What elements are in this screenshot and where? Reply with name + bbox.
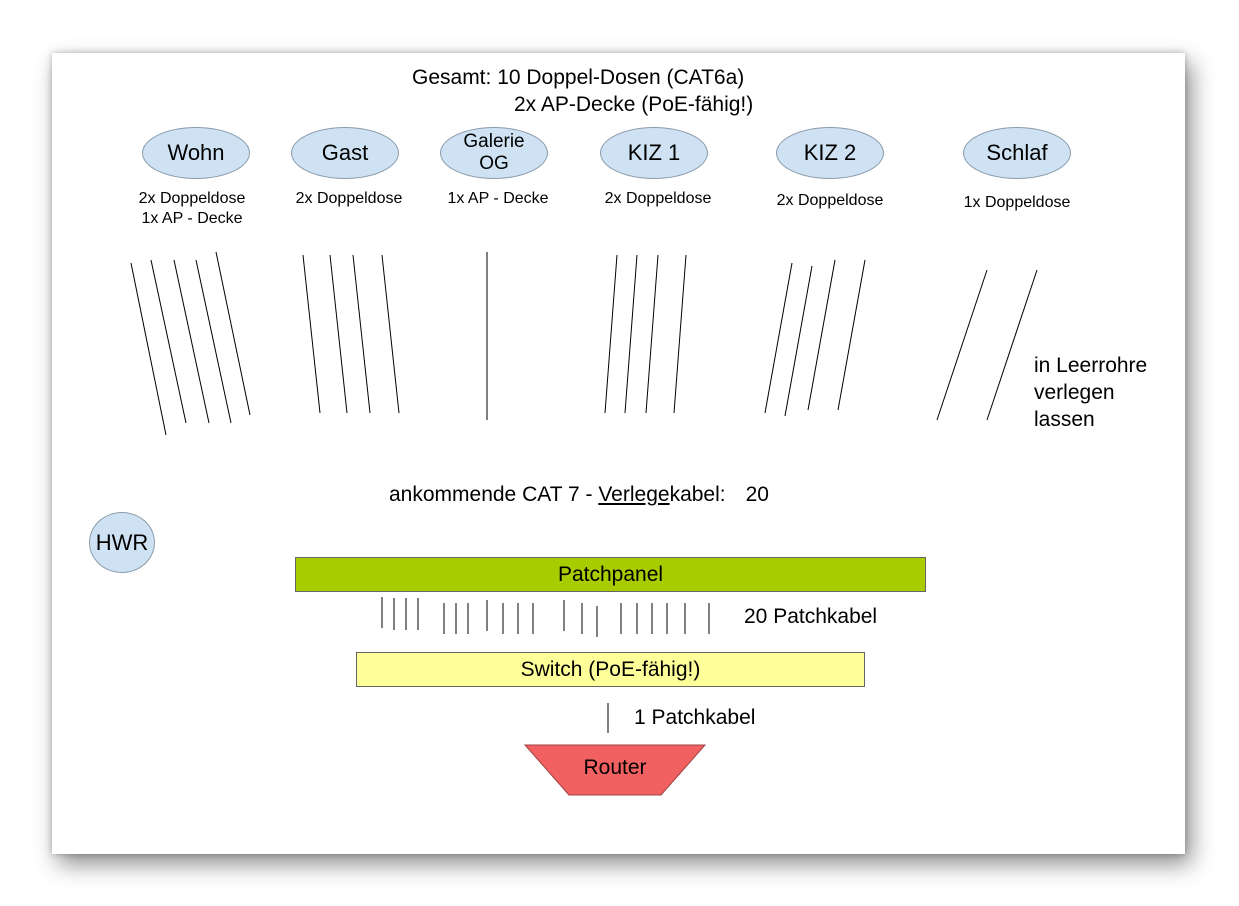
room-kiz-2-sub: 2x Doppeldose [776, 192, 884, 209]
room-galerie-og-label: Galerie OG [441, 128, 547, 178]
room-wohn-sub: 2x Doppeldose 1x AP - Decke [122, 189, 262, 229]
switch-bar: Switch (PoE-fähig!) [356, 652, 865, 687]
incoming-suffix: kabel: [669, 483, 726, 506]
room-wohn-sub-1: 2x Doppeldose [138, 190, 246, 207]
room-wohn: Wohn [142, 127, 250, 179]
room-kiz-2-label: KIZ 2 [803, 140, 857, 165]
side-note: in Leerrohre verlegen lassen [1034, 352, 1147, 433]
room-kiz-1-label: KIZ 1 [627, 140, 681, 165]
room-gast-label: Gast [321, 140, 369, 165]
side-note-line-1: in Leerrohre [1034, 354, 1148, 377]
switch-label: Switch (PoE-fähig!) [520, 657, 701, 681]
room-wohn-label: Wohn [167, 140, 225, 165]
side-note-line-2: verlegen [1034, 381, 1115, 404]
router-trapezoid [524, 744, 706, 796]
patchpanel-label: Patchpanel [557, 562, 664, 586]
router-label: Router [583, 756, 647, 779]
room-kiz-1: KIZ 1 [600, 127, 708, 179]
patchcables-label: 20 Patchkabel [744, 605, 878, 628]
router-shape [524, 744, 706, 796]
room-kiz-2: KIZ 2 [776, 127, 884, 179]
room-gast: Gast [291, 127, 399, 179]
header-line-2: 2x AP-Decke (PoE-fähig!) [514, 93, 754, 116]
patchpanel-bar: Patchpanel [295, 557, 926, 592]
room-gast-sub: 2x Doppeldose [295, 190, 403, 207]
room-schlaf-label: Schlaf [986, 140, 1048, 165]
diagram-page [52, 53, 1185, 854]
hwr-circle: HWR [89, 512, 155, 573]
room-galerie-og-label-line1: Galerie [463, 131, 525, 152]
room-galerie-og-sub: 1x AP - Decke [447, 190, 549, 207]
header-line-1: Gesamt: 10 Doppel-Dosen (CAT6a) [412, 66, 745, 89]
room-galerie-og: Galerie OG [440, 127, 548, 179]
incoming-underlined: Verlege [598, 483, 670, 506]
room-schlaf: Schlaf [963, 127, 1071, 179]
router-cable-label: 1 Patchkabel [634, 706, 756, 729]
side-note-line-3: lassen [1034, 408, 1095, 431]
room-galerie-og-label-line2: OG [479, 153, 509, 174]
room-kiz-1-sub: 2x Doppeldose [604, 190, 712, 207]
incoming-cables-label: ankommende CAT 7 - Verlegekabel: 20 [389, 483, 769, 507]
incoming-count: 20 [745, 483, 769, 506]
incoming-prefix: ankommende CAT 7 - [389, 483, 599, 506]
room-wohn-sub-2: 1x AP - Decke [141, 210, 243, 227]
hwr-label: HWR [95, 529, 149, 555]
room-schlaf-sub: 1x Doppeldose [963, 194, 1071, 211]
